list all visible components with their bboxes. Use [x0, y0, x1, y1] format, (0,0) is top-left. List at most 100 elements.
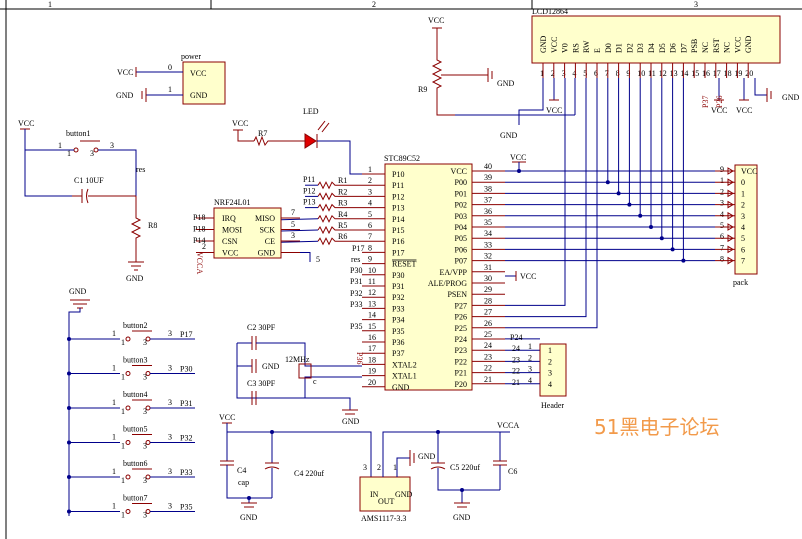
mcu-right-num: 26 [484, 319, 492, 328]
button-label: button3 [123, 356, 147, 365]
mcu-right-num: 24 [484, 341, 492, 350]
mcu-left-num: 15 [368, 322, 376, 331]
pack-pin-num: 2 [720, 187, 724, 196]
mcu-right-pin: P26 [455, 313, 467, 322]
mcu-left-pin: P11 [392, 181, 404, 190]
lcd-pin-label: D0 [604, 43, 613, 53]
pullup-net: P13 [303, 198, 315, 207]
r9-gnd: GND [497, 79, 515, 88]
lcd-vcc-net: VCC [736, 106, 752, 115]
mcu-right-pin: VCC [451, 167, 467, 176]
mcu-vcc-net: VCC [510, 153, 526, 162]
crystal-circuit: C2 30PF C3 30PF GND 12MHz c P36 GND [236, 323, 364, 426]
mcu-right-num: 35 [484, 218, 492, 227]
mcu-left-num: 12 [368, 288, 376, 297]
button-pin-a2: 1 [121, 442, 125, 451]
xtal-gnd: GND [262, 362, 280, 371]
reset-vcc: VCC [18, 119, 34, 128]
mcu-left-num: 20 [368, 378, 376, 387]
mcu-left-num: 13 [368, 299, 376, 308]
header-p24: P24 [510, 333, 522, 342]
button-net: P32 [180, 434, 192, 443]
mcu-right-num: 34 [484, 229, 492, 238]
button-net: P17 [180, 330, 192, 339]
reg-n3: 3 [363, 463, 367, 472]
header-pin-num2: 3 [528, 365, 532, 374]
button-pin-a: 1 [112, 433, 116, 442]
mcu-left-pin: P17 [392, 248, 404, 257]
mcu-right-num: 29 [484, 285, 492, 294]
mcu-right-pin: P25 [455, 324, 467, 333]
mcu-ref: STC89C52 [384, 154, 420, 163]
net-p17: P17 [352, 244, 364, 253]
pack-pin-label: 2 [741, 201, 745, 210]
lcd-gnd-label: GND [500, 131, 518, 140]
header-pin-num2: 4 [528, 376, 532, 385]
button-pin-b2: 3 [143, 373, 147, 382]
mcu-left-pin: P10 [392, 170, 404, 179]
pack-pin-num: 4 [720, 210, 724, 219]
mcu-left-pin: P15 [392, 226, 404, 235]
net-p31: P31 [350, 277, 362, 286]
reset-r8: R8 [148, 221, 157, 230]
stc89c52: STC89C52 1P102P113P124P135P146P157P168P1… [362, 153, 536, 392]
header-pin-label: 4 [548, 380, 552, 389]
power-n0: 0 [168, 63, 172, 72]
mcu-left-num: 8 [368, 243, 372, 252]
lcd-pin-label: NC [701, 42, 710, 53]
mcu-left-pin: P32 [392, 293, 404, 302]
mcu-left-num: 17 [368, 344, 376, 353]
lcd-pin-num: 6 [594, 69, 598, 78]
mcu-right-pin: P27 [455, 301, 467, 310]
xtal-c3: C3 30PF [247, 379, 276, 388]
lcd-pin-num: 2 [551, 69, 555, 78]
reset-circuit: VCC button1 1 1 3 3 C1 10UF res R8 GND [18, 119, 157, 283]
nrf-left-pin: CSN [222, 237, 238, 246]
led-r7: R7 [258, 129, 267, 138]
pullup-ref: R1 [338, 176, 347, 185]
reg-c4b: C4 220uf [294, 469, 324, 478]
pullup-ref: R5 [338, 221, 347, 230]
pack-pin-num: 6 [720, 232, 724, 241]
button-label: button4 [123, 390, 147, 399]
mcu-left-num: 9 [368, 255, 372, 264]
mcu-right-pin: P07 [455, 257, 467, 266]
button-net: P35 [180, 503, 192, 512]
mcu-right-pin: P00 [455, 178, 467, 187]
pack-pin-label: 5 [741, 234, 745, 243]
button-pin-a: 1 [112, 329, 116, 338]
lcd-pin-label: D2 [625, 43, 634, 53]
reset-gnd: GND [126, 274, 144, 283]
lcd-pin-num: 13 [670, 69, 678, 78]
button-pin-a: 1 [112, 398, 116, 407]
pack-pin-label: 6 [741, 245, 745, 254]
lcd-pin-label: V0 [561, 43, 570, 53]
lcd-pin-num: 11 [648, 69, 656, 78]
xtal-c2: C2 30PF [247, 323, 276, 332]
pack-pin-label: 0 [741, 178, 745, 187]
button-pin-b2: 3 [143, 476, 147, 485]
lcd-pin-num: 3 [562, 69, 566, 78]
header-pin-label: 1 [548, 346, 552, 355]
button-pin-a2: 1 [121, 407, 125, 416]
r9-label: R9 [418, 85, 427, 94]
mcu-right-num: 37 [484, 196, 492, 205]
zone-1: 1 [48, 0, 52, 9]
pack-pin-num: 1 [720, 176, 724, 185]
nrf-n7: 7 [291, 208, 295, 217]
mcu-right-num: 36 [484, 207, 492, 216]
regulator-circuit: VCC C4 cap C4 220uf GND IN OUT GND AMS11… [219, 413, 519, 523]
mcu-left-num: 6 [368, 221, 372, 230]
reg-c6: C6 [508, 467, 517, 476]
lcd-pin-num: 7 [605, 69, 609, 78]
net-p32: P32 [350, 289, 362, 298]
mcu-right-num: 38 [484, 184, 492, 193]
power-pin-vcc: VCC [190, 69, 206, 78]
mcu-left-pin: XTAL1 [392, 372, 417, 381]
header-ref: Header [541, 401, 564, 410]
button-label: button2 [123, 321, 147, 330]
mcu-left-nets: P17 res P30 P31 P32 P33 P35 [350, 244, 364, 331]
pullup-ref: R3 [338, 199, 347, 208]
